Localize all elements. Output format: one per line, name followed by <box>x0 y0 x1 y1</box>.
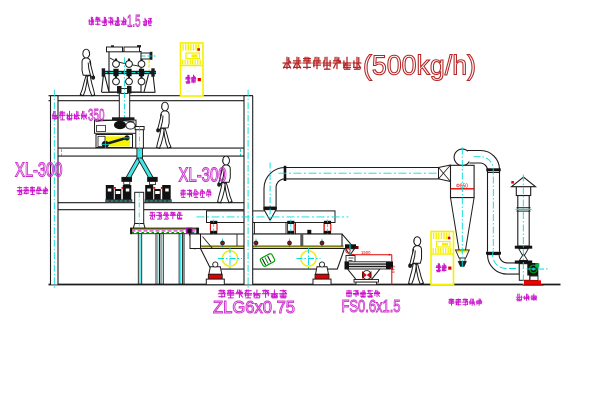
svg-text:ZLG6x0.75: ZLG6x0.75 <box>213 297 295 317</box>
svg-text:1500: 1500 <box>361 250 371 255</box>
svg-text:XL-300: XL-300 <box>15 160 63 182</box>
svg-text:(500kg/h): (500kg/h) <box>363 50 476 81</box>
svg-text:1.5: 1.5 <box>127 12 141 30</box>
svg-text:540: 540 <box>391 266 396 274</box>
svg-text:FS0.6x1.5: FS0.6x1.5 <box>342 296 401 316</box>
svg-text:XL-300: XL-300 <box>179 164 227 186</box>
svg-text:350: 350 <box>88 106 105 124</box>
